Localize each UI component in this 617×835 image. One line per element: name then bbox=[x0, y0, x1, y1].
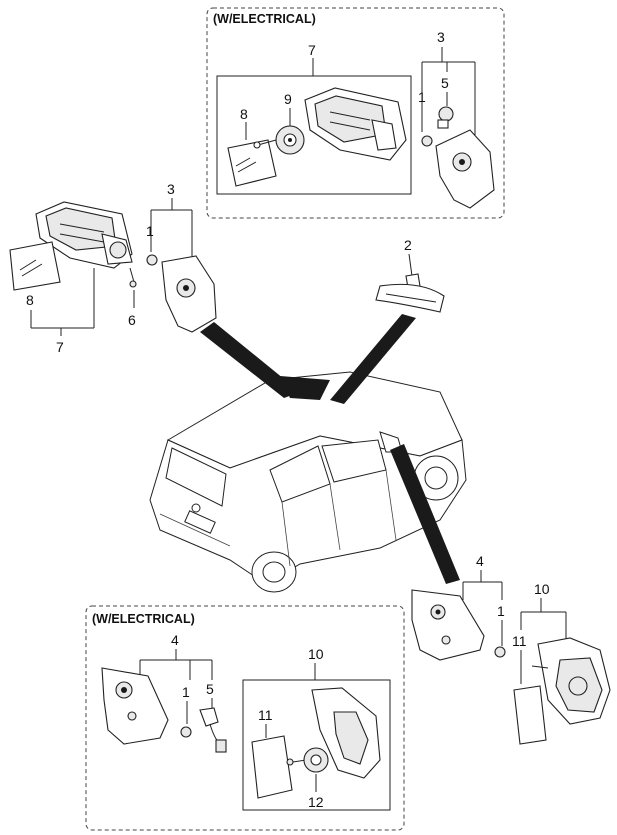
left-screw bbox=[129, 280, 137, 288]
bottom-mirror-assembly-frame bbox=[242, 679, 391, 811]
top-electrical-title: (W/ELECTRICAL) bbox=[213, 12, 316, 26]
callout-5-bottom: 5 bbox=[206, 681, 214, 697]
callout-12-bottom: 12 bbox=[308, 794, 324, 810]
bottom-mirror-glass bbox=[251, 735, 293, 799]
top-electrical-box bbox=[206, 7, 505, 219]
callout-11-bottom: 11 bbox=[258, 707, 273, 723]
callout-1-top: 1 bbox=[418, 89, 426, 105]
screw-part bbox=[253, 141, 261, 149]
callout-7-top: 7 bbox=[308, 42, 316, 58]
top-mirror-assembly-frame bbox=[216, 75, 412, 195]
bottom-electrical-box bbox=[85, 605, 405, 831]
right-mirror-group: 4 1 10 11 bbox=[411, 553, 611, 745]
left-mirror-group: 8 7 6 3 1 bbox=[9, 181, 217, 355]
rearview-mirror-group: 2 bbox=[375, 237, 445, 313]
callout-7-left: 7 bbox=[56, 339, 64, 355]
cap-part bbox=[421, 135, 433, 147]
callout-8-top: 8 bbox=[240, 106, 248, 122]
bottom-wiring-connector bbox=[199, 707, 219, 727]
callout-1-bottom: 1 bbox=[182, 684, 190, 700]
right-mirror-cover bbox=[411, 589, 485, 661]
right-mirror-glass bbox=[513, 685, 547, 745]
leader-rearview-mirror bbox=[330, 314, 416, 404]
callout-11-right: 11 bbox=[512, 633, 527, 649]
bottom-mirror-cover bbox=[101, 667, 169, 745]
callout-3-left: 3 bbox=[167, 181, 175, 197]
left-cap bbox=[146, 254, 158, 266]
bottom-screw bbox=[286, 758, 294, 766]
callout-4-bottom: 4 bbox=[171, 632, 179, 648]
right-actuator bbox=[568, 676, 588, 696]
mirror-glass-part bbox=[227, 139, 277, 187]
callout-5-top: 5 bbox=[441, 75, 449, 91]
right-cap bbox=[494, 646, 506, 658]
left-mirror-glass bbox=[9, 241, 61, 291]
callout-2: 2 bbox=[404, 237, 412, 253]
bottom-electrical-group: (W/ELECTRICAL) 4 1 5 10 11 12 bbox=[85, 605, 405, 831]
callout-10-right: 10 bbox=[534, 581, 550, 597]
callout-1-right: 1 bbox=[497, 603, 505, 619]
leader-right-mirror bbox=[390, 444, 460, 584]
callout-4-right: 4 bbox=[476, 553, 484, 569]
top-electrical-group: (W/ELECTRICAL) 7 8 9 3 5 bbox=[206, 7, 505, 219]
bottom-cap bbox=[180, 726, 192, 738]
leader-left-mirror bbox=[200, 322, 300, 398]
callout-1-left: 1 bbox=[146, 223, 154, 239]
callout-3-top: 3 bbox=[437, 29, 445, 45]
bottom-electrical-title: (W/ELECTRICAL) bbox=[92, 612, 195, 626]
callout-9-top: 9 bbox=[284, 91, 292, 107]
left-actuator bbox=[109, 241, 127, 259]
motor-connector-part bbox=[438, 106, 454, 122]
callout-8-left: 8 bbox=[26, 292, 34, 308]
callout-10-bottom: 10 bbox=[308, 646, 324, 662]
vehicle-illustration bbox=[149, 371, 467, 593]
callout-6-left: 6 bbox=[128, 312, 136, 328]
